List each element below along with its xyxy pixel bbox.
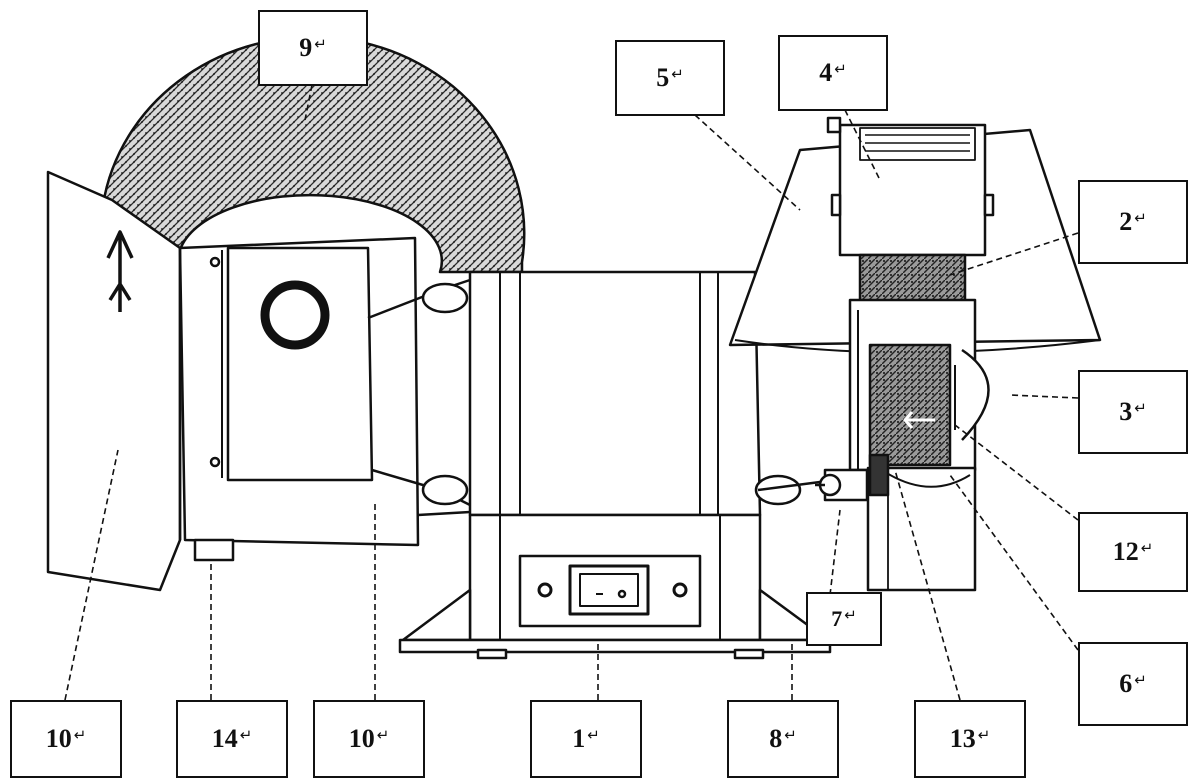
callout-12: 12↵ [1078,512,1188,592]
callout-number: 10 [348,724,375,753]
callout-8: 8↵ [727,700,839,778]
return-mark-icon: ↵ [314,35,327,53]
callout-number: 12 [1112,537,1139,566]
callout-10-mid: 10↵ [313,700,425,778]
up-arrow-icon [106,230,134,312]
callout-10-left: 10↵ [10,700,122,778]
return-mark-icon: ↵ [671,65,684,83]
callout-number: 13 [949,724,976,753]
callout-number: 6 [1119,669,1133,698]
leader-10a [64,449,119,701]
callout-13: 13↵ [914,700,1026,778]
callout-4: 4↵ [778,35,888,111]
callout-3: 3↵ [1078,370,1188,454]
return-mark-icon: ↵ [1134,209,1147,227]
callout-6: 6↵ [1078,642,1188,726]
callout-9: 9↵ [258,10,368,86]
callout-number: 10 [45,724,72,753]
callout-2: 2↵ [1078,180,1188,264]
leather-dome [961,348,990,441]
leader-2 [949,232,1079,276]
return-mark-icon: ↵ [834,60,847,78]
return-mark-icon: ↵ [1134,671,1147,689]
return-mark-icon: ↵ [844,606,857,624]
return-mark-icon: ↵ [587,726,600,744]
callout-number: 5 [656,63,670,92]
leader-7 [829,509,841,596]
return-mark-icon: ↵ [376,726,390,744]
leader-5 [694,114,801,211]
callout-7: 7↵ [806,592,882,646]
callout-number: 4 [819,58,833,87]
leader-4 [844,109,881,181]
callout-number: 9 [299,33,313,62]
motor-body [468,270,762,517]
callout-number: 7 [831,606,843,631]
leader-9 [304,84,313,121]
return-mark-icon: ↵ [784,726,797,744]
leader-6 [949,474,1079,651]
return-mark-icon: ↵ [1134,399,1147,417]
callout-number: 3 [1119,397,1133,426]
callout-14: 14↵ [176,700,288,778]
callout-1: 1↵ [530,700,642,778]
leader-3 [1009,394,1079,399]
lower-tray [866,466,977,592]
left-arrow-icon [903,411,935,429]
callout-number: 8 [769,724,783,753]
callout-number: 1 [572,724,586,753]
return-mark-icon: ↵ [73,726,87,744]
return-mark-icon: ↵ [1140,539,1154,557]
callout-number: 2 [1119,207,1133,236]
return-mark-icon: ↵ [977,726,991,744]
leader-12 [954,424,1079,521]
return-mark-icon: ↵ [239,726,253,744]
left-shield [46,170,182,592]
callout-5: 5↵ [615,40,725,116]
callout-number: 14 [211,724,238,753]
